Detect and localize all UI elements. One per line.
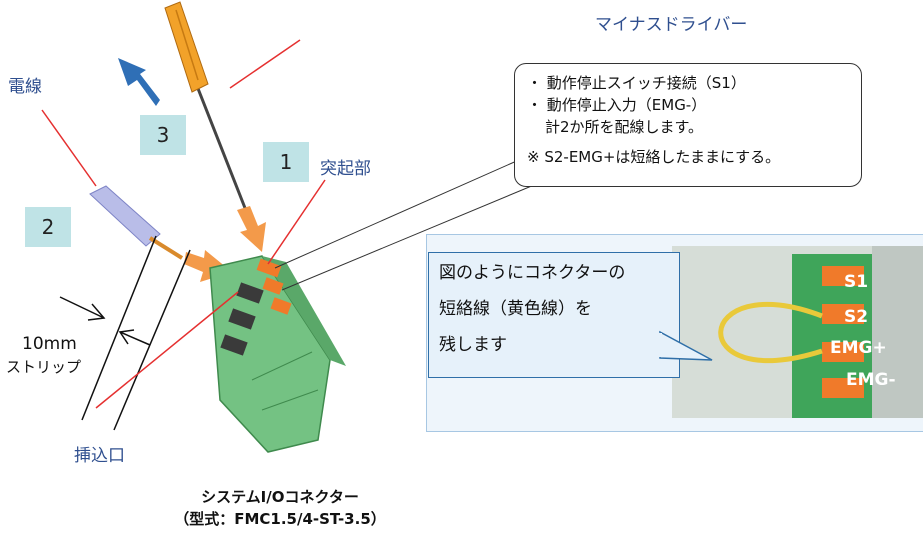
step-2-badge: 2 — [25, 207, 71, 247]
terminal-s1-label: S1 — [844, 272, 869, 292]
strip-dimension — [59, 235, 191, 431]
step-1-badge: 1 — [263, 142, 309, 182]
terminal-emg-minus-label: EMG- — [846, 370, 896, 390]
caption-line-1: システムI/Oコネクター — [201, 488, 359, 506]
callout-line-3: 計2か所を配線します。 — [545, 118, 704, 136]
inset-note-line-1: 図のようにコネクターの — [439, 263, 626, 283]
screwdriver-label: マイナスドライバー — [595, 15, 748, 35]
step-3-badge: 3 — [140, 115, 186, 155]
wire-illustration — [89, 185, 184, 260]
screwdriver-illustration — [164, 1, 247, 209]
strip-length-label: 10mm — [22, 334, 77, 354]
wire-label: 電線 — [8, 77, 42, 97]
press-arrow — [237, 206, 266, 252]
terminal-emg-plus-label: EMG+ — [830, 338, 887, 358]
terminal-s2-label: S2 — [844, 307, 869, 327]
callout-note: ※ S2-EMG+は短絡したままにする。 — [527, 148, 781, 166]
leader-lines — [41, 39, 326, 409]
inset-note-line-3: 残します — [439, 335, 507, 355]
connector-illustration — [209, 255, 346, 453]
inset-note: 図のようにコネクターの 短絡線（黄色線）を 残します — [428, 252, 680, 378]
inset-note-pointer — [652, 330, 713, 361]
callout-line-2: ・ 動作停止入力（EMG-） — [527, 96, 707, 114]
callout-line-1: ・ 動作停止スイッチ接続（S1） — [527, 74, 746, 92]
connector-photo — [672, 246, 923, 418]
insertion-port-label: 挿込口 — [74, 446, 125, 466]
strip-word-label: ストリップ — [6, 358, 82, 376]
protrusion-label: 突起部 — [320, 159, 371, 179]
pull-arrow — [118, 58, 160, 106]
wiring-callout: ・ 動作停止スイッチ接続（S1） ・ 動作停止入力（EMG-） 計2か所を配線し… — [514, 63, 862, 187]
inset-photo — [672, 246, 923, 418]
connector-caption: システムI/Oコネクター （型式：FMC1.5/4-ST-3.5） — [100, 486, 460, 530]
callout-pointer — [274, 147, 547, 291]
caption-line-2: （型式：FMC1.5/4-ST-3.5） — [174, 510, 386, 528]
inset-note-line-2: 短絡線（黄色線）を — [439, 299, 592, 319]
